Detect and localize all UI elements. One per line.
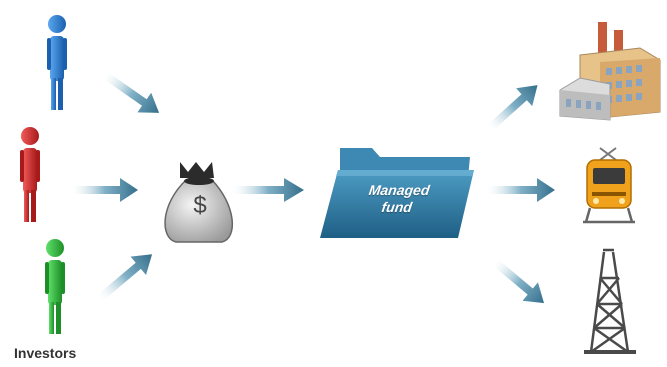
arrow-icon bbox=[487, 85, 538, 131]
arrow-icon bbox=[492, 258, 545, 304]
factory-icon bbox=[559, 22, 661, 121]
arrow-icon bbox=[232, 178, 304, 202]
investor-green-person-icon bbox=[45, 239, 65, 334]
investor-blue-person-icon bbox=[47, 15, 67, 110]
managed-fund-label: Managed fund bbox=[336, 182, 461, 216]
arrow-icon bbox=[102, 71, 160, 113]
arrow-icon bbox=[72, 178, 138, 202]
arrow-icon bbox=[97, 254, 153, 302]
investors-label: Investors bbox=[14, 345, 77, 361]
oil-rig-icon bbox=[584, 248, 636, 354]
managed-fund-folder-icon bbox=[320, 148, 474, 238]
arrow-icon bbox=[487, 178, 555, 202]
fund-label-line-2: fund bbox=[380, 199, 414, 215]
investor-red-person-icon bbox=[20, 127, 40, 222]
currency-symbol: $ bbox=[193, 192, 207, 219]
train-icon bbox=[583, 147, 635, 224]
fund-label-line-1: Managed bbox=[367, 182, 431, 198]
money-bag-icon bbox=[164, 162, 234, 243]
